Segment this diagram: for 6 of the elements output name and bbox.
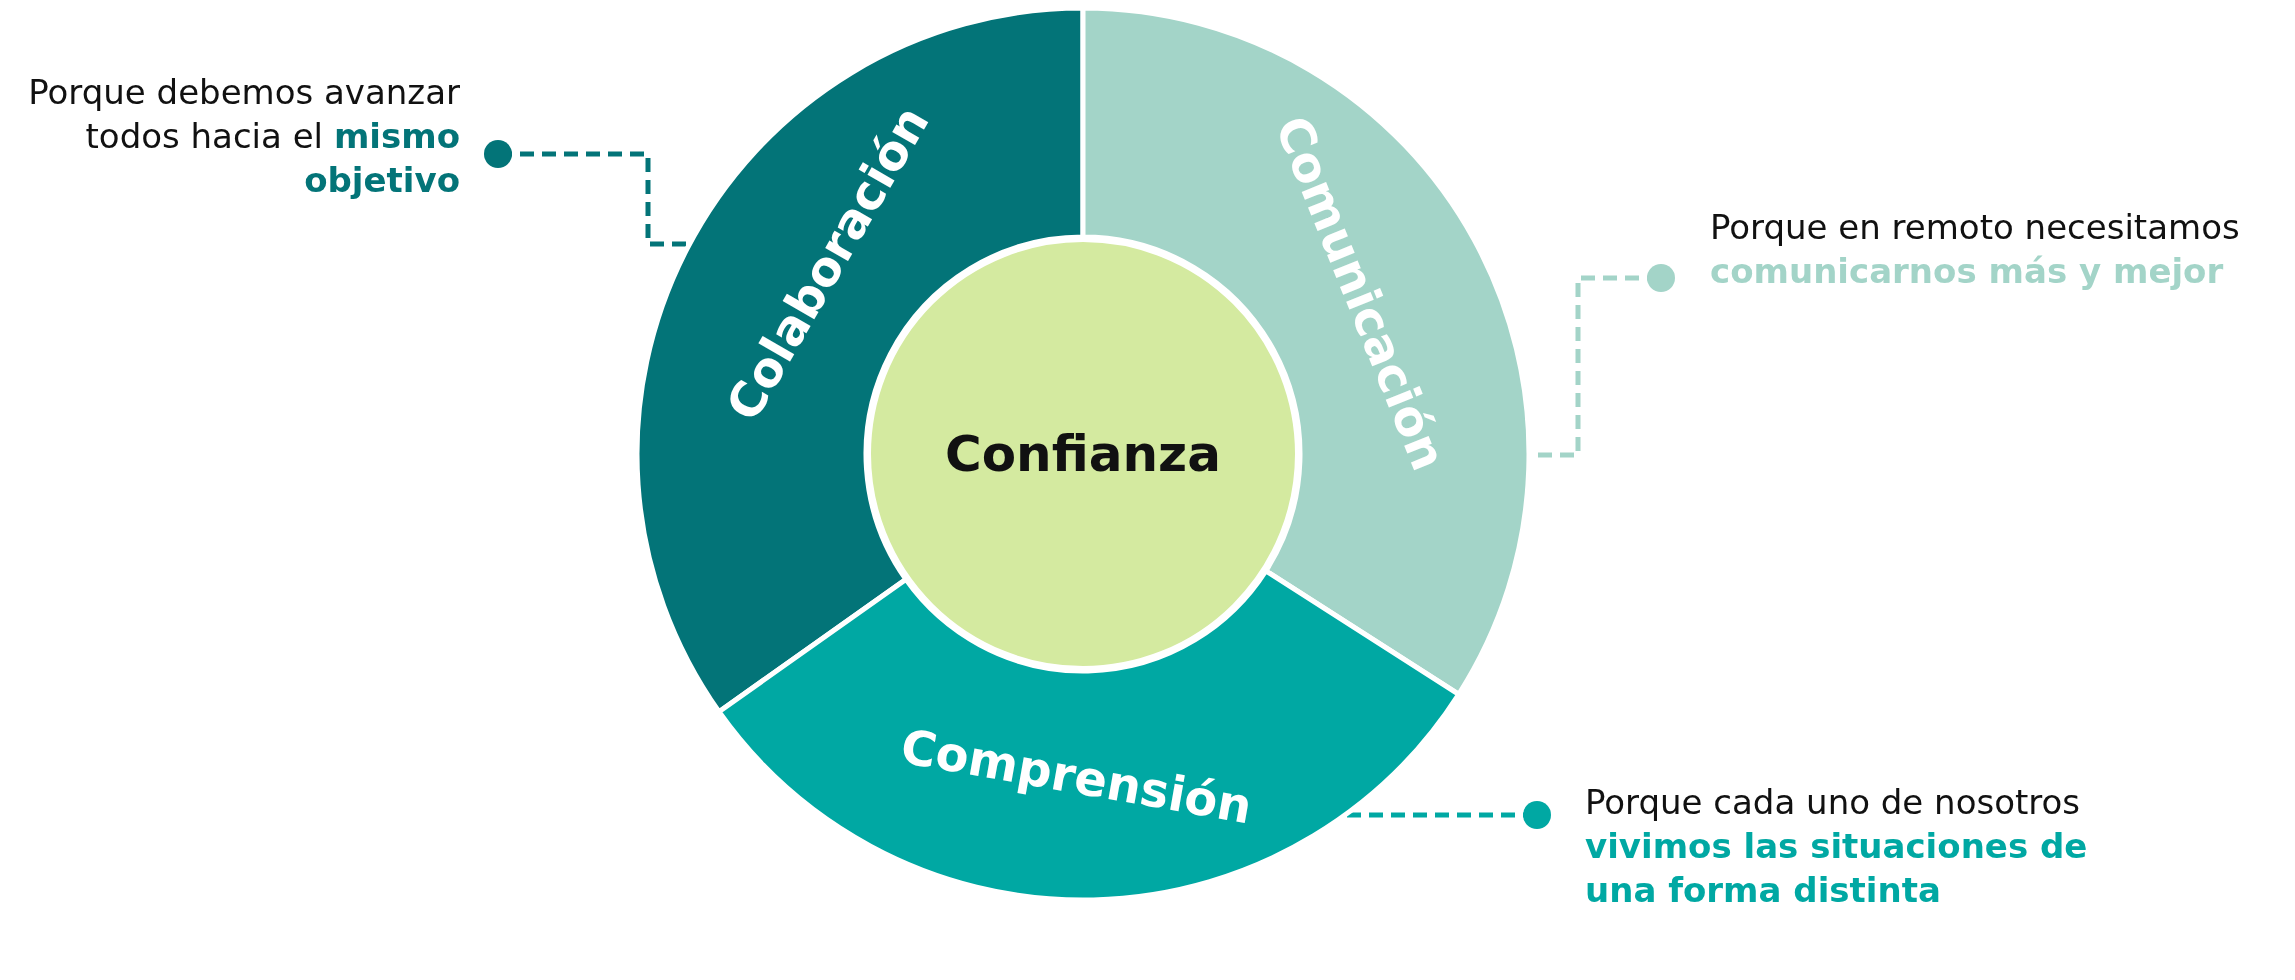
callout-text: Porque debemos avanzar todos hacia el mismo objetivo (10, 70, 460, 203)
leader-line (1344, 801, 1551, 829)
ring-segment (719, 571, 1459, 900)
callout-text: Porque en remoto necesitamos comunicarnos más y mejor (1710, 205, 2270, 294)
center-label: Confianza (945, 425, 1221, 483)
callout-text: Porque cada uno de nosotros vivimos las situaciones de una forma distinta (1585, 780, 2105, 913)
